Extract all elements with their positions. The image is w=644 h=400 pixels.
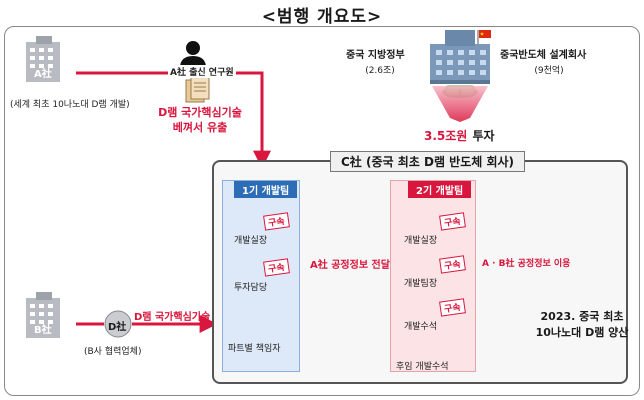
leak-line-2: 베껴서 유출 — [172, 121, 228, 134]
result-line-1: 2023. 중국 최초 — [540, 310, 624, 323]
team1-box — [222, 180, 300, 372]
china-flag-icon — [477, 30, 491, 44]
company-c-title: C社 (중국 최초 D램 반도체 회사) — [330, 151, 526, 172]
team2-role-1: 개발실장 — [404, 236, 438, 246]
use-label: A · B社 공정정보 이용 — [482, 259, 571, 269]
company-b-name: B社 — [34, 325, 52, 336]
team1-role-3: 파트별 책임자 — [228, 344, 281, 354]
government-building-icon — [430, 30, 490, 84]
diagram-frame — [4, 26, 640, 396]
leak-line-1: D램 국가핵심기술 — [158, 106, 242, 119]
team2-role-3: 개발수석 — [404, 322, 438, 332]
building-b-icon — [26, 292, 60, 338]
investment-arrow — [432, 86, 488, 122]
b-leak-label: D램 국가핵심기술 — [134, 312, 211, 323]
team1-role-2: 투자담당 — [234, 283, 268, 293]
transfer-label: A社 공정정보 전달 — [310, 260, 390, 271]
documents-icon — [185, 76, 210, 103]
company-a-desc: (세계 최초 10나노대 D램 개발) — [10, 100, 130, 110]
company-a-name: A社 — [34, 69, 52, 80]
researcher-label: A社 출신 연구원 — [168, 65, 236, 78]
team2-box — [390, 180, 476, 372]
investment-label: 3.5조원 투자 — [424, 125, 495, 144]
investment-value: 3.5조원 — [424, 129, 468, 143]
researcher-person-icon — [180, 41, 206, 68]
china-gov-name: 중국 지방정부 — [346, 50, 405, 61]
team2-role-4: 후임 개발수석 — [396, 362, 449, 372]
company-d-name: D社 — [108, 322, 127, 333]
team1-role-1: 개발실장 — [234, 236, 268, 246]
team1-tag: 1기 개발팀 — [234, 181, 298, 198]
china-chip-name: 중국반도체 설계회사 — [500, 50, 587, 61]
team2-tag: 2기 개발팀 — [408, 181, 472, 198]
diagram-title: <범행 개요도> — [261, 7, 383, 27]
company-d-circle — [104, 310, 132, 338]
investment-suffix: 투자 — [472, 129, 495, 143]
china-gov-amount: (2.6조) — [365, 66, 395, 76]
result-line-2: 10나노대 D램 양산 — [535, 326, 629, 339]
team2-role-2: 개발팀장 — [404, 279, 438, 289]
china-chip-amount: (9천억) — [534, 66, 564, 76]
building-a-icon — [26, 36, 60, 82]
company-d-desc: (B사 협력업체) — [84, 347, 142, 357]
